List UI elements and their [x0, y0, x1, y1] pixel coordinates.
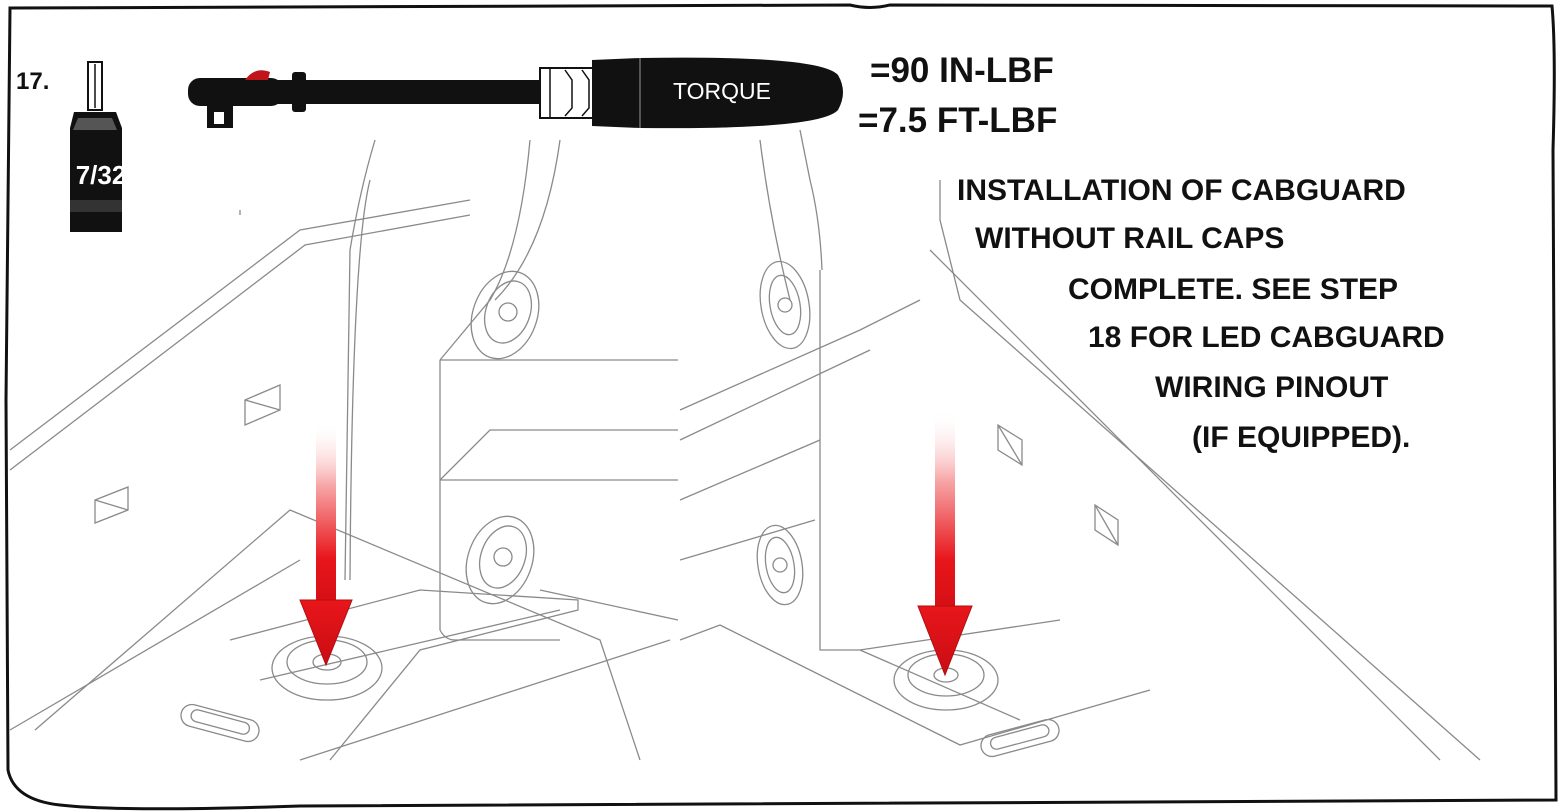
down-arrow-icon	[917, 410, 973, 677]
note-line: WIRING PINOUT	[1155, 371, 1389, 404]
note-line: INSTALLATION OF CABGUARD	[957, 174, 1406, 207]
torque-value-ft-lbf: =7.5 FT-LBF	[858, 101, 1058, 140]
wrench-label: TORQUE	[673, 78, 771, 104]
torque-value-in-lbf: =90 IN-LBF	[870, 51, 1054, 90]
note-line: (IF EQUIPPED).	[1192, 421, 1411, 454]
socket-size-label: 7/32	[75, 160, 127, 190]
frame-border	[4, 3, 1558, 811]
hex-socket-icon	[70, 61, 122, 232]
torque-wrench-icon	[188, 57, 843, 129]
left-view	[9, 139, 679, 761]
note-line: 18 FOR LED CABGUARD	[1088, 321, 1445, 354]
note-line: COMPLETE. SEE STEP	[1068, 273, 1399, 306]
note-line: WITHOUT RAIL CAPS	[975, 222, 1285, 255]
step-number: 17.	[16, 68, 50, 95]
down-arrow-icon	[299, 420, 353, 667]
